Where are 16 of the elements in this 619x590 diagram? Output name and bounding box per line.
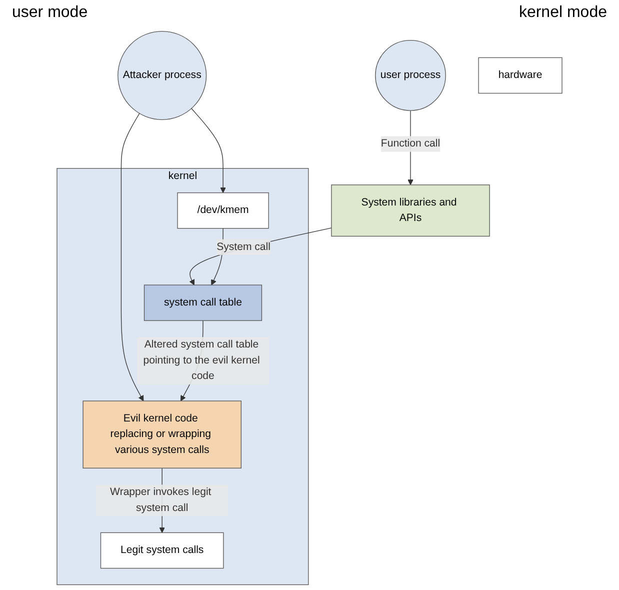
arrow [191,108,226,194]
arrow [120,113,144,402]
node-box: system call table [144,284,262,321]
mode-label: kernel mode [518,4,607,22]
edge-label: Wrapper invokes legit system call [110,486,212,514]
node-box: Evil kernel code replacing or wrapping various system calls [82,400,242,468]
node-box: Legit system calls [100,532,224,569]
node-circle: Attacker process [118,30,207,120]
node-box: hardware [478,57,562,94]
edge-label: Function call [380,138,440,150]
node-circle: user process [375,40,446,111]
edge-label: System call [216,241,270,252]
node-box: /dev/kmem [177,192,269,229]
mode-label: user mode [12,4,88,22]
edge-label: Altered system call table pointing to the evil kernel code [143,339,260,382]
node-box: System libraries and APIs [331,184,490,237]
